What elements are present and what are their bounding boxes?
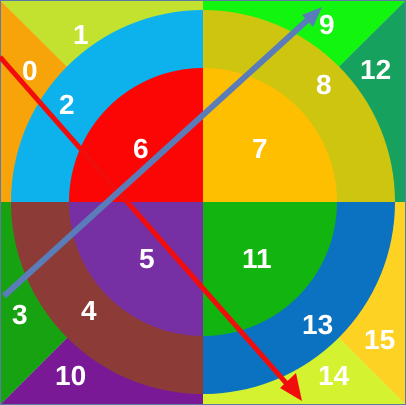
label-0: 0: [22, 55, 38, 86]
label-7: 7: [252, 133, 268, 164]
red-arrow-head: [280, 373, 302, 401]
label-11: 11: [242, 243, 272, 274]
blue-arrow-head: [302, 7, 322, 27]
region-5: [69, 202, 203, 336]
label-3: 3: [12, 299, 28, 330]
label-6: 6: [133, 133, 149, 164]
red-arrow-shaft: [0, 55, 296, 394]
label-5: 5: [139, 243, 155, 274]
region-6: [69, 68, 203, 202]
label-10: 10: [55, 360, 86, 391]
label-4: 4: [81, 295, 97, 326]
label-9: 9: [319, 9, 335, 40]
blue-arrow-shaft: [1, 12, 316, 299]
region-11: [203, 202, 337, 336]
label-1: 1: [73, 19, 89, 50]
label-8: 8: [316, 69, 332, 100]
red-arrow: [0, 55, 302, 401]
label-2: 2: [59, 89, 75, 120]
label-15: 15: [364, 324, 395, 355]
region-7: [203, 68, 337, 202]
label-14: 14: [318, 360, 350, 391]
label-13: 13: [302, 309, 333, 340]
blue-arrow: [1, 7, 322, 299]
label-12: 12: [360, 54, 391, 85]
